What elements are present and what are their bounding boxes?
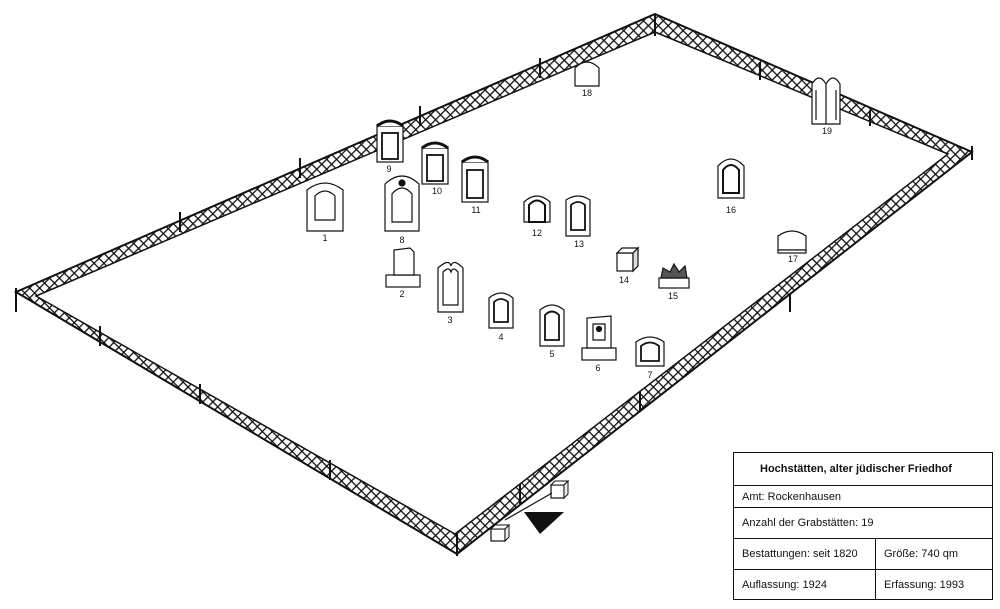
gravestone-8	[384, 175, 420, 232]
gravestone-4	[488, 292, 514, 329]
grave-number-4: 4	[498, 332, 503, 342]
grave-number-15: 15	[668, 291, 678, 301]
info-bestattungen-row: Bestattungen: seit 1820 Größe: 740 qm	[734, 539, 992, 570]
gravestone-2	[385, 247, 421, 288]
grave-number-14: 14	[619, 275, 629, 285]
gravestone-3	[437, 261, 464, 313]
grave-number-11: 11	[471, 205, 480, 215]
grave-number-7: 7	[647, 370, 652, 380]
info-groesse: Größe: 740 qm	[875, 539, 992, 569]
info-amt-row: Amt: Rockenhausen	[734, 486, 992, 508]
grave-number-13: 13	[574, 239, 584, 249]
fence-inner-edge	[34, 31, 950, 535]
grave-number-19: 19	[822, 126, 832, 136]
info-erfassung: Erfassung: 1993	[875, 570, 992, 599]
grave-number-10: 10	[432, 186, 442, 196]
info-bestattungen: Bestattungen: seit 1820	[742, 548, 858, 560]
info-title: Hochstätten, alter jüdischer Friedhof	[760, 463, 952, 475]
info-anzahl: Anzahl der Grabstätten: 19	[742, 517, 874, 529]
grave-number-9: 9	[386, 164, 391, 174]
gravestone-10	[421, 141, 449, 185]
info-auflassung: Auflassung: 1924	[742, 578, 828, 591]
gravestone-12	[523, 195, 551, 223]
gravestone-14	[615, 246, 640, 273]
info-auflassung-row: Auflassung: 1924 Erfassung: 1993	[734, 570, 992, 599]
grave-number-2: 2	[399, 289, 404, 299]
gravestone-7	[635, 336, 665, 367]
grave-number-17: 17	[788, 254, 798, 264]
grave-number-3: 3	[447, 315, 452, 325]
gravestone-19	[811, 77, 841, 125]
gravestone-15	[658, 262, 690, 289]
grave-number-16: 16	[726, 205, 736, 215]
info-anzahl-row: Anzahl der Grabstätten: 19	[734, 508, 992, 539]
cemetery-info-table: Hochstätten, alter jüdischer Friedhof Am…	[733, 452, 993, 600]
gravestone-11	[461, 155, 489, 203]
grave-number-8: 8	[399, 235, 404, 245]
gravestones	[306, 61, 841, 367]
gravestone-9	[376, 119, 404, 163]
info-amt: Amt: Rockenhausen	[742, 490, 842, 503]
fence-posts	[15, 14, 973, 556]
grave-number-12: 12	[532, 228, 542, 238]
grave-number-6: 6	[595, 363, 600, 373]
grave-number-18: 18	[582, 88, 592, 98]
grave-number-labels: 1 2 3 4 5 6 7 8 9 10 11 12 13 14 15 16 1…	[322, 88, 832, 380]
gravestone-1	[306, 182, 344, 232]
gravestone-16	[717, 158, 745, 199]
gravestone-5	[539, 304, 565, 347]
info-title-row: Hochstätten, alter jüdischer Friedhof	[734, 453, 992, 486]
grave-number-1: 1	[322, 233, 327, 243]
gravestone-13	[565, 195, 591, 237]
gravestone-6	[581, 315, 617, 361]
entrance	[489, 479, 570, 543]
gravestone-17	[777, 230, 807, 254]
fence	[13, 12, 974, 556]
gravestone-18	[574, 61, 600, 87]
entrance-arrow-icon	[524, 512, 564, 534]
grave-number-5: 5	[549, 349, 554, 359]
